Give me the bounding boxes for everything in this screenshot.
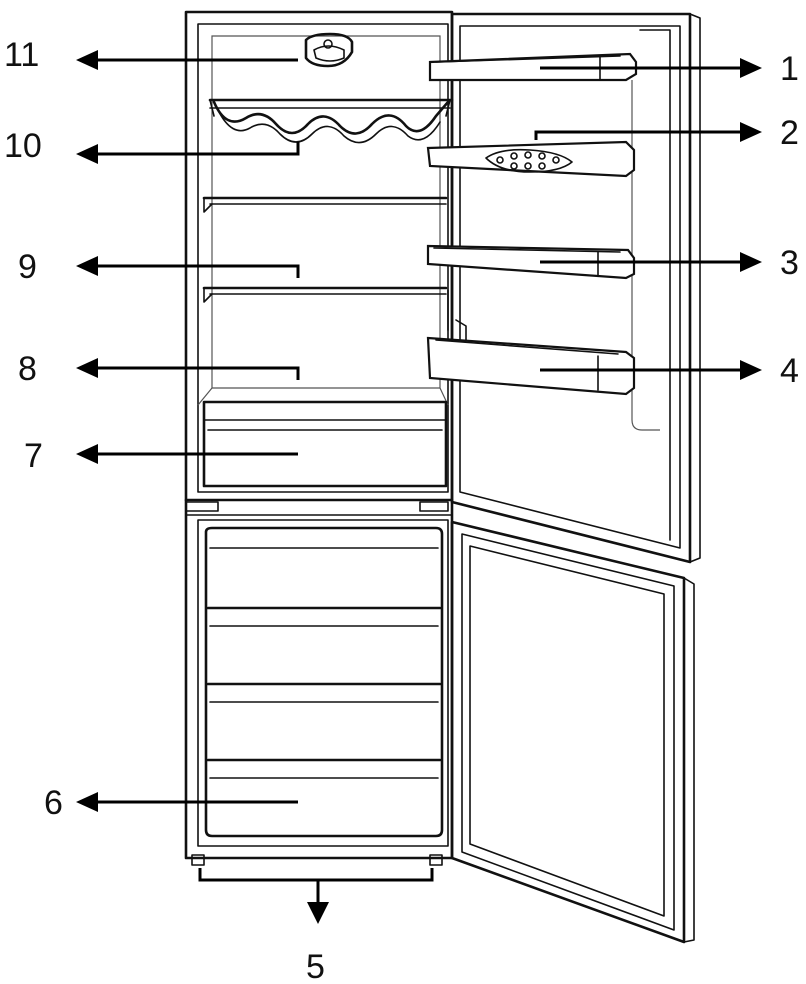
callout-11-label: 11 (4, 36, 39, 74)
callout-11: 11 (4, 36, 298, 74)
upper-door (450, 12, 701, 564)
callout-6-label: 6 (44, 784, 63, 822)
crisper-drawer (202, 400, 448, 488)
callout-9: 9 (18, 248, 300, 286)
door-shelf-1 (428, 52, 638, 82)
fridge-cabinet (184, 10, 454, 866)
light-unit (304, 32, 354, 68)
callout-2: 2 (534, 114, 799, 152)
glass-shelf-upper (202, 196, 448, 213)
callout-3-label: 3 (780, 244, 799, 282)
bottle-shelf (426, 336, 636, 396)
callout-2-label: 2 (780, 114, 799, 152)
callout-7: 7 (24, 437, 298, 475)
callout-5-label: 5 (306, 948, 325, 984)
callout-8-label: 8 (18, 350, 37, 388)
callout-3: 3 (540, 244, 799, 282)
freezer-door (450, 520, 695, 944)
callout-1-label: 1 (780, 50, 799, 88)
callout-5: 5 (198, 868, 434, 984)
door-shelf-3 (426, 244, 636, 280)
callout-8: 8 (18, 350, 300, 388)
callout-6: 6 (44, 784, 298, 822)
wine-rack (208, 98, 454, 144)
callout-1: 1 (540, 50, 799, 88)
callout-9-label: 9 (18, 248, 37, 286)
egg-tray-shelf (426, 140, 636, 178)
callout-10-label: 10 (4, 127, 42, 165)
callout-4-label: 4 (780, 352, 799, 390)
callout-10: 10 (4, 127, 300, 165)
callout-7-label: 7 (24, 437, 43, 475)
glass-shelf-lower (202, 286, 449, 331)
callout-4: 4 (540, 352, 799, 390)
freezer-drawers (204, 526, 444, 838)
